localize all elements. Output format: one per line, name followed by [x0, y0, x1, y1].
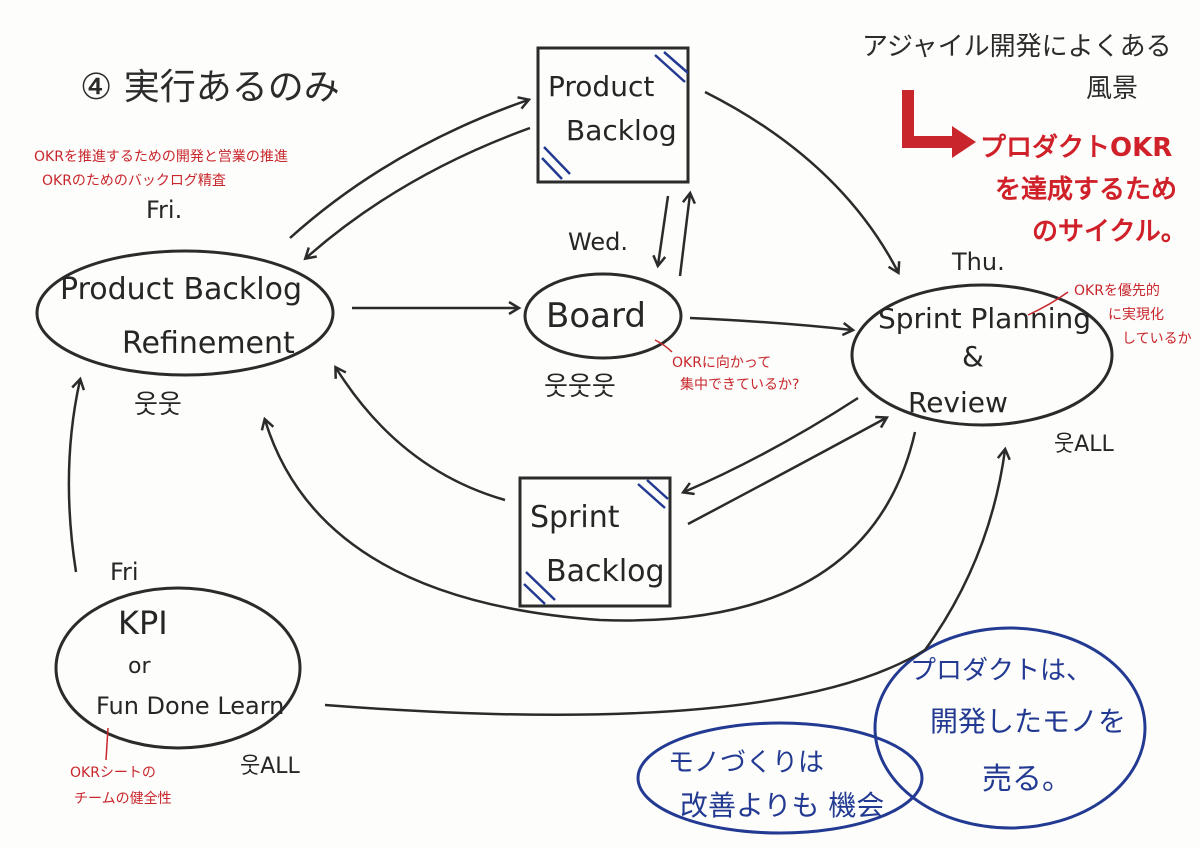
arrow-product-backlog-to-planning — [704, 90, 898, 272]
monozukuri-bubble-line1: モノづくりは — [668, 748, 825, 778]
arrow-planning-to-refinement-loop — [265, 420, 917, 622]
monozukuri-bubble-line2: 改善よりも 機会 — [680, 789, 885, 822]
board-ellipse — [523, 272, 683, 360]
product-backlog-box — [536, 46, 690, 184]
sprint-backlog-label-2: Backlog — [546, 554, 665, 589]
product-backlog-hatch — [543, 146, 571, 175]
note-board-1: OKRに向かって — [672, 355, 772, 371]
planning-label-1: Sprint Planning — [878, 302, 1092, 335]
sprint-backlog-hatch — [525, 571, 556, 601]
red-l-arrow-icon — [902, 90, 958, 148]
heading-right-line2: 風景 — [1086, 74, 1139, 104]
day-label-board: Wed. — [568, 228, 628, 256]
product-backlog-label-1: Product — [548, 70, 655, 103]
note-leader-line — [1027, 291, 1069, 316]
product-okr-line2: を達成するため — [995, 175, 1178, 205]
arrow-product-backlog-to-board — [658, 195, 670, 265]
refinement-ellipse — [35, 249, 335, 377]
note-kpi-2: チームの健全性 — [74, 791, 172, 807]
page-title: ④ 実行あるのみ — [80, 67, 340, 108]
refinement-label-1: Product Backlog — [60, 272, 303, 307]
product-backlog-hatch — [654, 54, 686, 83]
note-kpi-1: OKRシートの — [70, 765, 156, 781]
note-planning-3: しているか — [1122, 331, 1192, 347]
product-backlog-hatch — [663, 51, 689, 74]
note-refinement-2: OKRのためのバックログ精査 — [42, 173, 226, 189]
product-okr-line3: のサイクル。 — [1032, 217, 1187, 247]
product-bubble-line2: 開発したモノを — [930, 705, 1127, 738]
note-board-2: 集中できているか? — [680, 377, 800, 393]
people-icon-refinement: 웃웃 — [134, 390, 182, 420]
arrow-product-backlog-to-refinement — [306, 126, 531, 258]
product-backlog-label-2: Backlog — [566, 114, 677, 147]
kpi-ellipse — [54, 586, 302, 750]
product-okr-line1: プロダクトOKR — [980, 133, 1173, 163]
day-label-refinement: Fri. — [146, 196, 183, 224]
day-label-kpi: Fri — [110, 558, 139, 586]
note-leader-line — [105, 727, 109, 761]
note-leader-line — [654, 339, 673, 353]
arrow-planning-to-sprint-backlog — [684, 396, 859, 492]
product-bubble-line1: プロダクトは、 — [910, 656, 1093, 686]
arrow-refinement-to-product-backlog — [289, 100, 528, 239]
kpi-label-2: or — [128, 654, 151, 679]
sprint-backlog-hatch — [523, 583, 546, 605]
arrow-board-to-planning — [689, 316, 852, 330]
product-bubble — [873, 626, 1147, 830]
board-label: Board — [546, 296, 646, 336]
red-arrowhead-icon — [952, 126, 976, 158]
sprint-backlog-box — [518, 476, 672, 608]
arrow-sprint-backlog-to-planning — [687, 418, 886, 526]
sprint-backlog-hatch — [637, 483, 666, 509]
product-backlog-hatch — [541, 157, 563, 180]
sprint-backlog-label-1: Sprint — [530, 500, 620, 535]
refinement-label-2: Refinement — [122, 326, 295, 361]
monozukuri-bubble — [636, 721, 924, 835]
arrow-sprint-backlog-to-refinement — [336, 368, 506, 502]
heading-right-line1: アジャイル開発によくある — [862, 32, 1172, 62]
arrow-board-to-product-backlog — [678, 194, 690, 277]
planning-label-2: & — [962, 340, 984, 373]
day-label-planning: Thu. — [952, 248, 1005, 276]
arrow-kpi-to-refinement — [67, 380, 80, 573]
planning-label-3: Review — [908, 386, 1008, 419]
planning-ellipse — [850, 283, 1114, 427]
arrow-kpi-to-planning — [324, 450, 1005, 717]
people-icon-kpi: 웃ALL — [240, 754, 300, 779]
sprint-backlog-hatch — [646, 479, 669, 500]
note-refinement-1: OKRを推進するための開発と営業の推進 — [34, 149, 288, 165]
product-bubble-line3: 売る。 — [982, 762, 1072, 797]
people-icon-board: 웃웃웃 — [544, 372, 616, 402]
kpi-label-3: Fun Done Learn — [96, 692, 285, 720]
people-icon-planning: 웃ALL — [1054, 432, 1114, 457]
note-planning-1: OKRを優先的 — [1074, 283, 1160, 299]
kpi-label-1: KPI — [118, 604, 168, 642]
note-planning-2: に実現化 — [1108, 307, 1164, 323]
